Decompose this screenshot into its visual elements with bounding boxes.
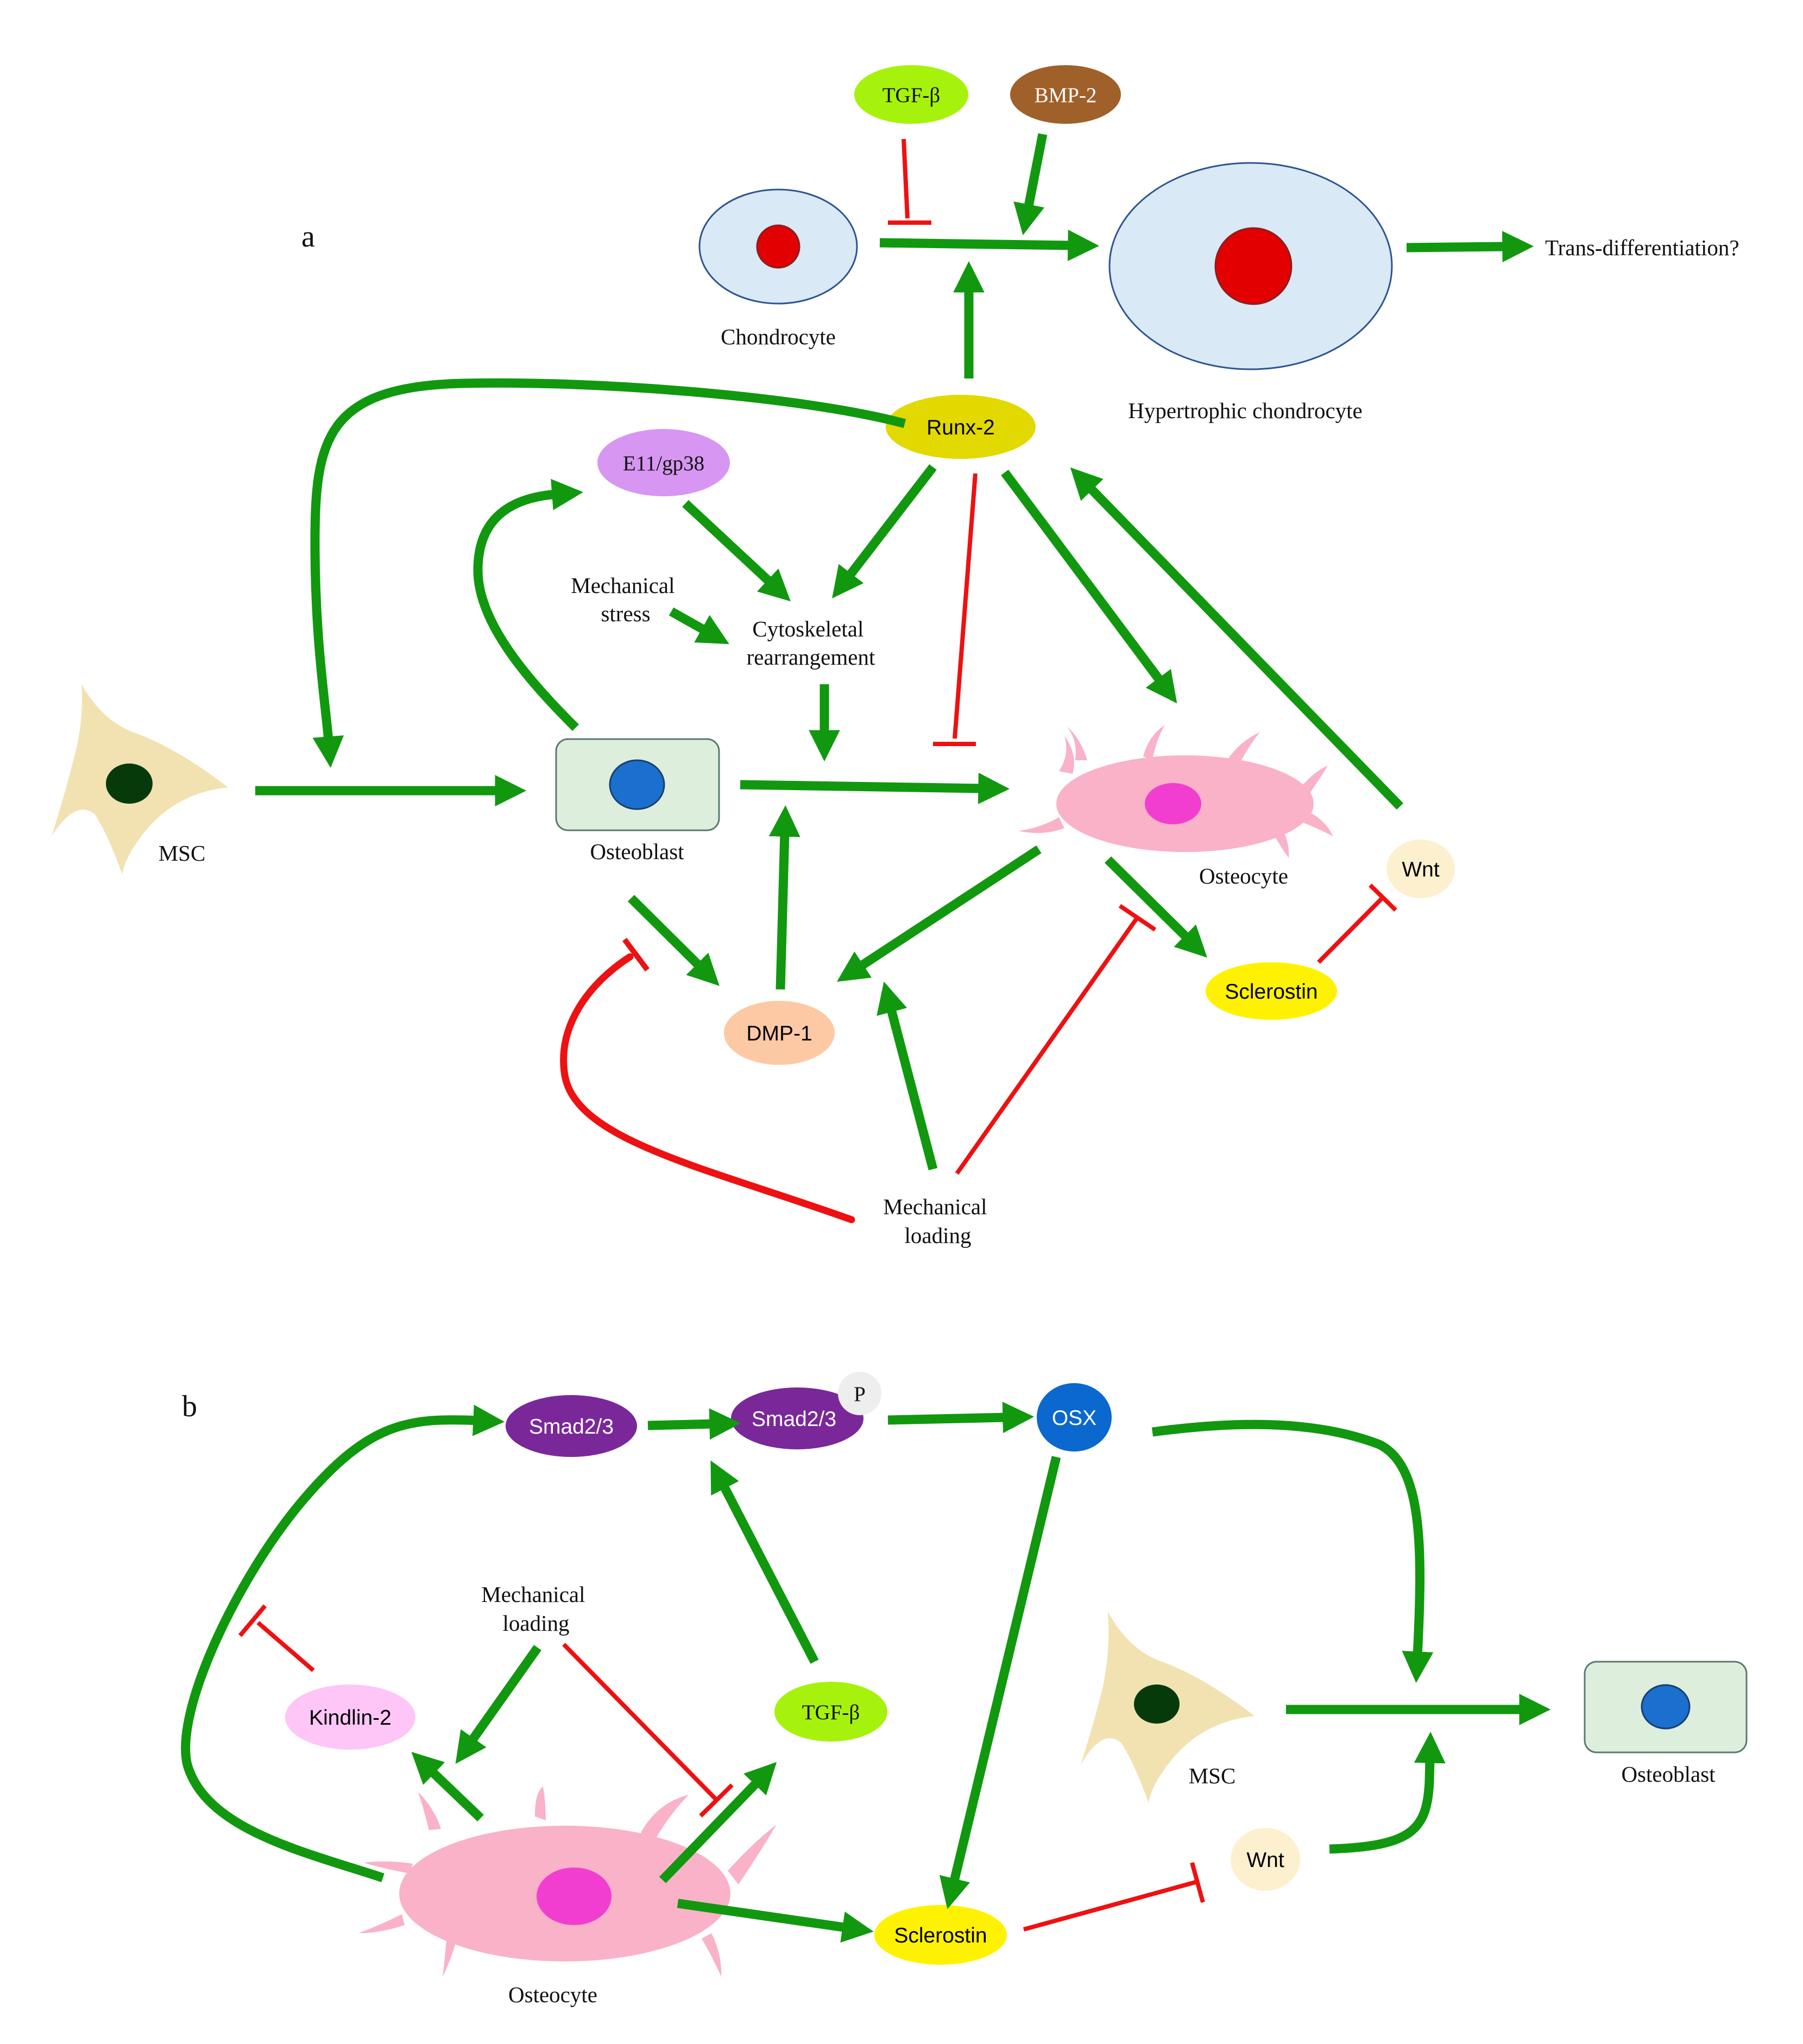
- msc-label-a: MSC: [159, 841, 206, 866]
- inhibit-mechanical-loading-to-osteocyte-tgf: [562, 1643, 734, 1818]
- panel-a: a Chondrocyte Hypertrophic chondrocyte T…: [52, 65, 1739, 1248]
- arrow-osteoblast-to-e11: [473, 478, 583, 731]
- arrow-wnt-to-osteoblast-transition: [1329, 1731, 1446, 1854]
- inhibit-tgf-beta-to-differentiation: [888, 138, 931, 225]
- msc-nucleus-b: [1134, 1685, 1180, 1724]
- msc-label-b: MSC: [1189, 1763, 1236, 1788]
- osteocyte-nucleus: [1145, 783, 1201, 824]
- chondrocyte-cell: [698, 188, 858, 305]
- arrow-mechanical-loading-to-kindlin2: [455, 1645, 541, 1764]
- arrow-osteocyte-to-sclerostin-b: [677, 1898, 874, 1943]
- msc-cell-a: [52, 684, 228, 874]
- arrow-osteocyte-to-sclerostin: [1105, 856, 1207, 958]
- arrow-runx2-to-cytoskeletal: [832, 464, 937, 598]
- svg-text:E11/gp38: E11/gp38: [623, 452, 704, 475]
- osteocyte-label-b: Osteocyte: [508, 1982, 597, 2007]
- arrow-smad23-to-phospho: [647, 1408, 741, 1440]
- arrow-runx2-to-msc-osteoblast: [310, 378, 906, 768]
- osteoblast-cell-a: [555, 738, 720, 831]
- chondrocyte-label: Chondrocyte: [721, 324, 836, 349]
- osteocyte-label-a: Osteocyte: [1199, 863, 1288, 888]
- inhibit-sclerostin-to-wnt-b: [1023, 1862, 1205, 1932]
- svg-text:TGF-β: TGF-β: [882, 84, 941, 107]
- hypertrophic-chondrocyte-label: Hypertrophic chondrocyte: [1128, 398, 1362, 423]
- osteoblast-nucleus-b: [1641, 1684, 1691, 1730]
- runx2-node: Runx-2: [886, 395, 1036, 459]
- cytoskeletal-rearrangement-label: Cytoskeletal rearrangement: [747, 616, 875, 670]
- hypertrophic-chondrocyte-cell: [1108, 162, 1393, 370]
- inhibit-mechanical-loading-to-sclerostin: [955, 904, 1157, 1175]
- smad23-node: Smad2/3: [506, 1395, 637, 1457]
- arrow-osteocyte-to-kindlin2: [411, 1752, 484, 1822]
- svg-text:Smad2/3: Smad2/3: [752, 1408, 836, 1431]
- arrow-osx-to-osteoblast-transition: [1151, 1420, 1434, 1683]
- panel-b-label: b: [182, 1390, 197, 1423]
- e11-gp38-node: E11/gp38: [597, 429, 730, 496]
- osx-node: OSX: [1037, 1383, 1112, 1452]
- smad23-phospho-node: Smad2/3 P: [731, 1372, 881, 1449]
- arrow-dmp1-to-osteoblast: [768, 805, 800, 990]
- msc-nucleus: [106, 764, 153, 804]
- arrow-mechanical-loading-to-dmp1: [877, 981, 938, 1171]
- svg-text:Sclerostin: Sclerostin: [894, 1924, 987, 1947]
- arrow-tgf-beta-to-smad23-phospho: [710, 1460, 819, 1664]
- svg-text:Sclerostin: Sclerostin: [1225, 980, 1317, 1004]
- kindlin2-node: Kindlin-2: [285, 1685, 415, 1750]
- panel-a-label: a: [301, 220, 315, 254]
- arrow-runx2-to-osteocyte: [1001, 469, 1177, 704]
- trans-differentiation-label: Trans-differentiation?: [1545, 235, 1739, 260]
- panel-b: b Smad2/3 Smad2/3 P OSX Mechanical loadi…: [181, 1372, 1748, 2007]
- mechanical-loading-label-a: Mechanical loading: [883, 1194, 992, 1248]
- arrow-osteoblast-to-dmp1: [628, 894, 720, 986]
- svg-text:Runx-2: Runx-2: [926, 416, 995, 439]
- osteoblast-nucleus: [609, 759, 665, 810]
- hypertrophic-nucleus: [1214, 227, 1293, 305]
- svg-text:Wnt: Wnt: [1246, 1849, 1284, 1872]
- arrow-osteocyte-to-smad23: [181, 1404, 505, 1883]
- inhibit-runx2-to-osteocyte: [933, 473, 978, 746]
- svg-text:P: P: [854, 1383, 866, 1406]
- arrow-wnt-to-runx2: [1070, 467, 1404, 810]
- wnt-node-a: Wnt: [1386, 840, 1455, 898]
- dmp1-node: DMP-1: [724, 1001, 835, 1065]
- arrow-bmp2-to-differentiation: [1013, 133, 1048, 236]
- arrow-osteocyte-to-tgf-beta: [659, 1762, 777, 1883]
- arrow-osx-to-sclerostin: [939, 1456, 1061, 1909]
- osteocyte-nucleus-b: [537, 1868, 611, 1925]
- svg-text:BMP-2: BMP-2: [1035, 84, 1097, 107]
- arrow-phospho-to-osx: [887, 1402, 1035, 1434]
- svg-text:Wnt: Wnt: [1402, 858, 1440, 881]
- tgf-beta-node-b: TGF-β: [774, 1682, 887, 1742]
- inhibit-kindlin2-to-smad-path: [238, 1604, 315, 1673]
- svg-text:Smad2/3: Smad2/3: [529, 1415, 614, 1439]
- arrow-osteoblast-to-osteocyte: [740, 772, 1010, 804]
- mechanical-stress-label: Mechanical stress: [571, 573, 680, 626]
- arrow-chondrocyte-to-hypertrophic: [879, 229, 1100, 261]
- bmp2-node: BMP-2: [1010, 65, 1121, 124]
- osteoblast-cell-b: [1584, 1661, 1748, 1753]
- chondrocyte-nucleus: [756, 224, 800, 269]
- arrow-osteocyte-to-dmp1: [836, 845, 1042, 982]
- arrow-hypertrophic-to-transdiff: [1406, 231, 1534, 262]
- phosphate-badge: [838, 1372, 881, 1415]
- osteocyte-cell-a: [1018, 725, 1333, 858]
- arrow-e11-to-cytoskeletal: [682, 500, 791, 602]
- osteoblast-label-b: Osteoblast: [1621, 1762, 1716, 1787]
- mechanical-loading-label-b: Mechanical loading: [481, 1582, 590, 1636]
- sclerostin-node-b: Sclerostin: [874, 1905, 1007, 1965]
- osteoblast-label-a: Osteoblast: [590, 839, 684, 864]
- svg-text:Kindlin-2: Kindlin-2: [309, 1706, 392, 1730]
- osteocyte-cell-b: [358, 1787, 777, 1977]
- msc-cell-b: [1081, 1612, 1254, 1803]
- svg-text:DMP-1: DMP-1: [746, 1022, 812, 1045]
- sclerostin-node-a: Sclerostin: [1206, 962, 1337, 1020]
- inhibit-sclerostin-to-wnt: [1317, 884, 1397, 964]
- inhibit-mechanical-loading-to-osteoblast-dmp1: [560, 938, 855, 1223]
- tgf-beta-node-a: TGF-β: [854, 65, 968, 124]
- wnt-node-b: Wnt: [1231, 1828, 1300, 1891]
- svg-text:TGF-β: TGF-β: [802, 1701, 860, 1724]
- svg-text:OSX: OSX: [1052, 1406, 1096, 1430]
- arrow-mechanical-stress-to-cytoskeletal: [669, 607, 729, 645]
